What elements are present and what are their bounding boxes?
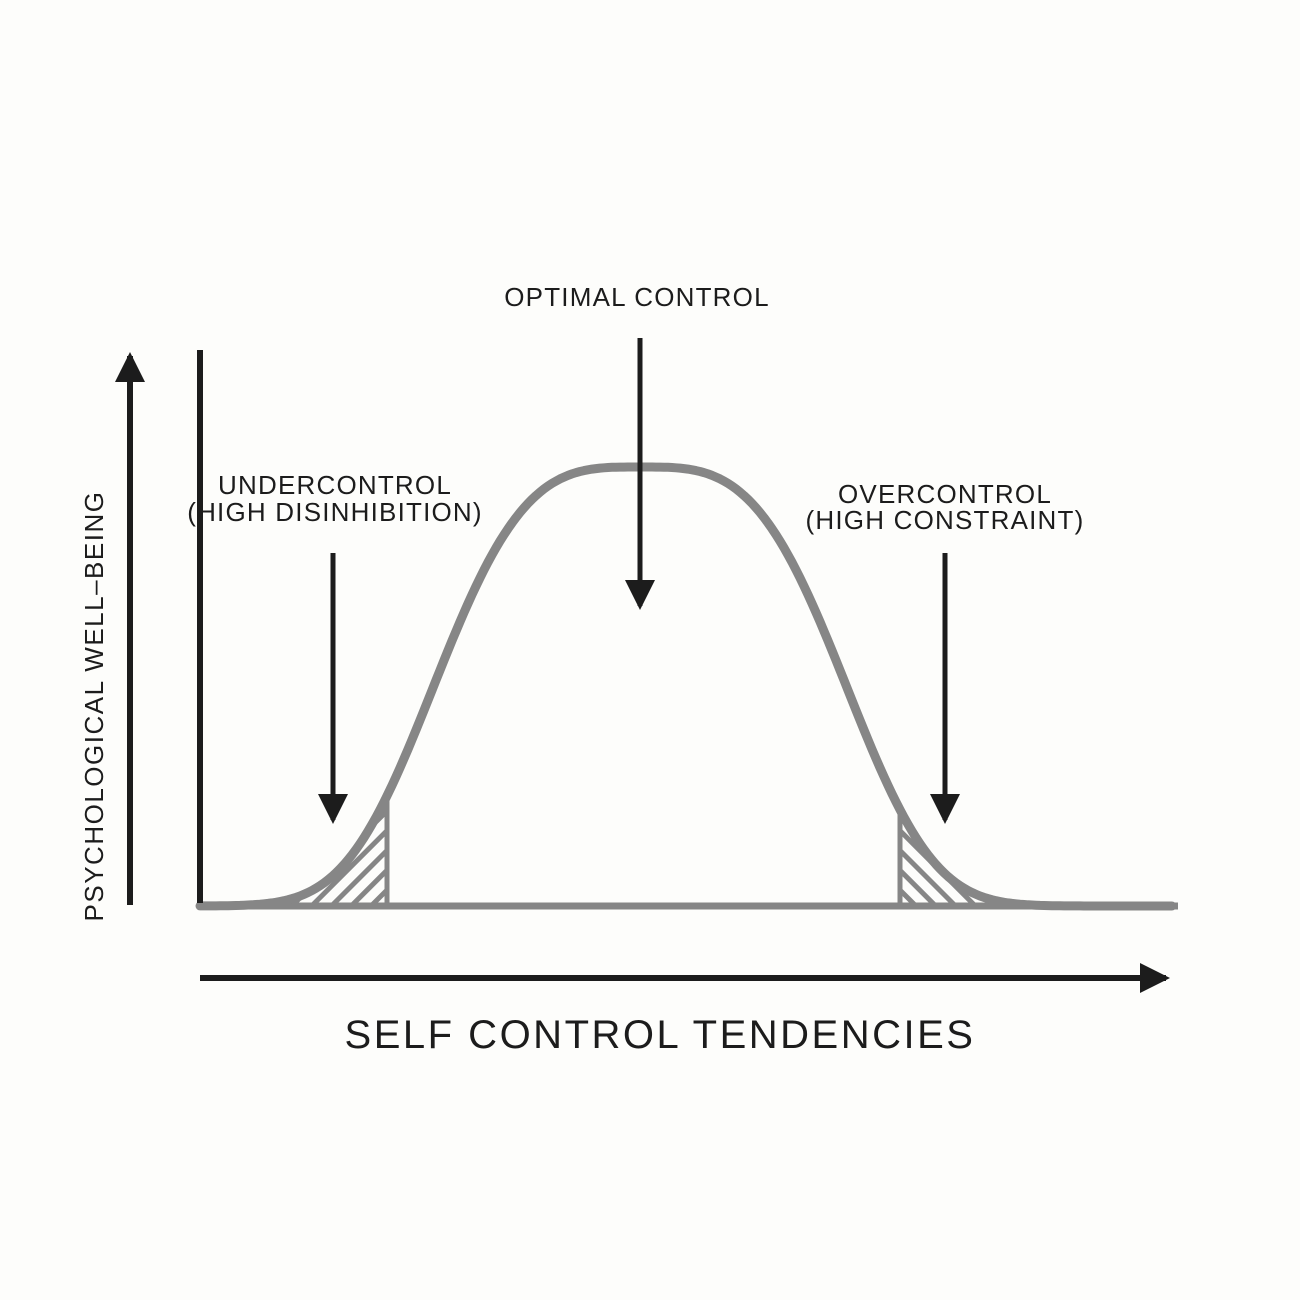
tail-hatch bbox=[900, 809, 1075, 906]
optimal-control-label: OPTIMAL CONTROL bbox=[504, 282, 770, 312]
undercontrol-label-line2: (HIGH DISINHIBITION) bbox=[187, 497, 483, 527]
x-axis-title: SELF CONTROL TENDENCIES bbox=[345, 1013, 976, 1057]
overcontrol-label-line2: (HIGH CONSTRAINT) bbox=[806, 505, 1085, 535]
undercontrol-label-line1: UNDERCONTROL bbox=[218, 470, 452, 500]
y-axis-title: PSYCHOLOGICAL WELL–BEING bbox=[79, 491, 109, 922]
overcontrol-label-line1: OVERCONTROL bbox=[838, 479, 1052, 509]
tail-hatch bbox=[204, 795, 387, 906]
bell-curve bbox=[195, 462, 1177, 911]
